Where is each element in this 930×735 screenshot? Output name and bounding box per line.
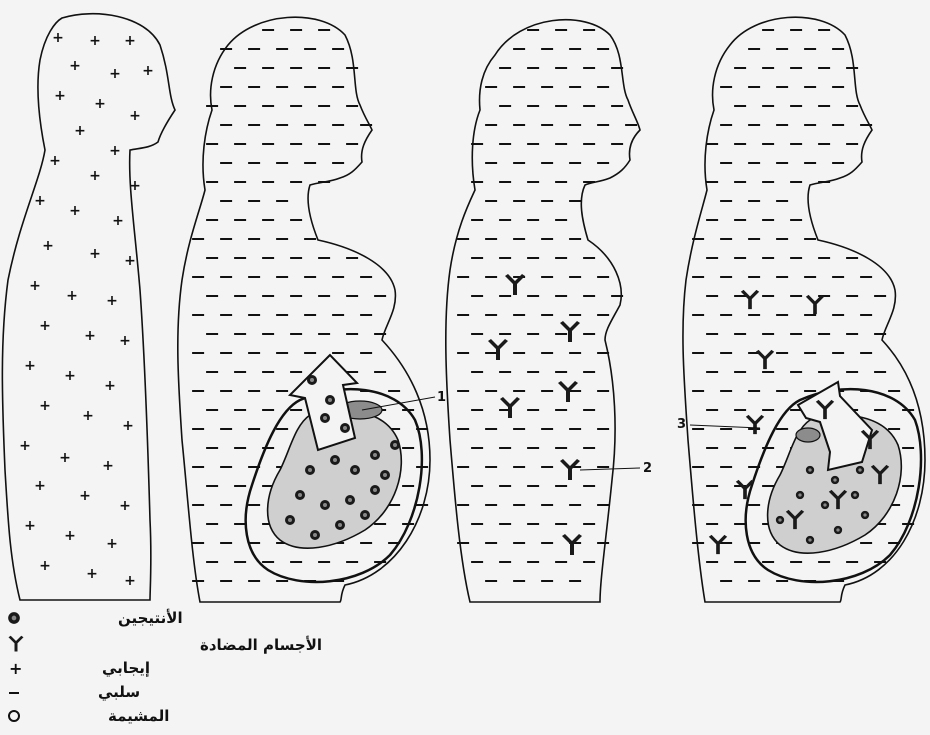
callout-2: 2 [643, 461, 652, 476]
antigen-icon [834, 526, 842, 534]
legend-negative: سلبي [9, 683, 140, 701]
legend: الأنتيجين الأجسام المضادة + إيجابي سلبي … [8, 609, 322, 725]
callout-3: 3 [677, 417, 686, 432]
antigen-icon [370, 485, 380, 495]
placenta [796, 428, 820, 442]
plus-icon: + [124, 253, 136, 269]
plus-icon: + [106, 293, 118, 309]
plus-icon: + [89, 168, 101, 184]
antigen-icon [856, 466, 864, 474]
plus-icon: + [69, 203, 81, 219]
plus-icon: + [34, 193, 46, 209]
plus-icon: + [124, 573, 136, 589]
plus-icon: + [74, 123, 86, 139]
placenta-icon [9, 711, 19, 721]
plus-icon: + [29, 278, 41, 294]
plus-icon: + [84, 328, 96, 344]
plus-icon: + [89, 33, 101, 49]
plus-icon: + [86, 566, 98, 582]
antigen-icon [325, 395, 335, 405]
antigen-icon [310, 530, 320, 540]
plus-icon: + [54, 88, 66, 104]
plus-icon: + [142, 63, 154, 79]
legend-negative-label: سلبي [98, 683, 140, 701]
plus-icon: + [49, 153, 61, 169]
antigen-icon [796, 491, 804, 499]
plus-icon: + [79, 488, 91, 504]
plus-icon: + [119, 498, 131, 514]
plus-icon: + [19, 438, 31, 454]
plus-icon: + [64, 368, 76, 384]
legend-placenta: المشيمة [9, 707, 169, 725]
legend-antigen-label: الأنتيجين [118, 609, 183, 627]
plus-icon: + [9, 659, 22, 678]
plus-icon: + [112, 213, 124, 229]
antigen-icon [285, 515, 295, 525]
antigen-icon [295, 490, 305, 500]
plus-icon: + [122, 418, 134, 434]
antigen-icon [350, 465, 360, 475]
legend-antibodies: الأجسام المضادة [9, 636, 323, 654]
legend-positive: + إيجابي [9, 659, 150, 678]
antigen-icon [320, 500, 330, 510]
figure-sensitized-mother: 2 [446, 20, 652, 602]
legend-antigen: الأنتيجين [8, 609, 182, 627]
body-outline [2, 14, 175, 600]
plus-icon: + [82, 408, 94, 424]
antigen-icon [345, 495, 355, 505]
plus-icon: + [39, 558, 51, 574]
figure-first-pregnancy: 1 [178, 17, 446, 602]
plus-icon: + [69, 58, 81, 74]
antigen-icon [360, 510, 370, 520]
plus-icon: + [42, 238, 54, 254]
antigen-icon [776, 516, 784, 524]
plus-icon: + [94, 96, 106, 112]
plus-icon: + [129, 178, 141, 194]
antigen-icon [330, 455, 340, 465]
antigen-icon [320, 413, 330, 423]
antigen-icon [380, 470, 390, 480]
figure-rh-positive-person: + + + + + + + + + + + + + + + + + + + + + + + + + + + + + + + + + + + + + + + +… [2, 14, 175, 600]
legend-placenta-label: المشيمة [108, 707, 169, 725]
plus-icon: + [89, 246, 101, 262]
plus-icon: + [66, 288, 78, 304]
antigen-icon [821, 501, 829, 509]
plus-icon: + [34, 478, 46, 494]
antigen-icon [370, 450, 380, 460]
antigen-icon [861, 511, 869, 519]
antigen-icon [8, 612, 20, 624]
antigen-icon [305, 465, 315, 475]
plus-icon: + [124, 33, 136, 49]
antigen-icon [806, 536, 814, 544]
legend-positive-label: إيجابي [102, 659, 150, 677]
callout-1: 1 [437, 390, 446, 405]
plus-icon: + [39, 398, 51, 414]
antigen-icon [335, 520, 345, 530]
plus-icon: + [119, 333, 131, 349]
antibody-icon [9, 636, 24, 652]
body-outline [446, 20, 640, 602]
plus-icon: + [102, 458, 114, 474]
plus-icon: + [39, 318, 51, 334]
antigen-icon [390, 440, 400, 450]
plus-icon: + [64, 528, 76, 544]
antigen-icon [340, 423, 350, 433]
antigen-icon [851, 491, 859, 499]
plus-icon: + [106, 536, 118, 552]
antigen-icon [831, 476, 839, 484]
plus-icon: + [129, 108, 141, 124]
antigen-icon [806, 466, 814, 474]
plus-icon: + [24, 358, 36, 374]
plus-icon: + [109, 143, 121, 159]
antigen-icon [307, 375, 317, 385]
plus-icon: + [109, 66, 121, 82]
plus-icon: + [52, 30, 64, 46]
plus-icon: + [59, 450, 71, 466]
legend-antibodies-label: الأجسام المضادة [200, 636, 322, 654]
plus-icon: + [24, 518, 36, 534]
plus-icon: + [104, 378, 116, 394]
figure-second-pregnancy: 3 [677, 17, 925, 602]
